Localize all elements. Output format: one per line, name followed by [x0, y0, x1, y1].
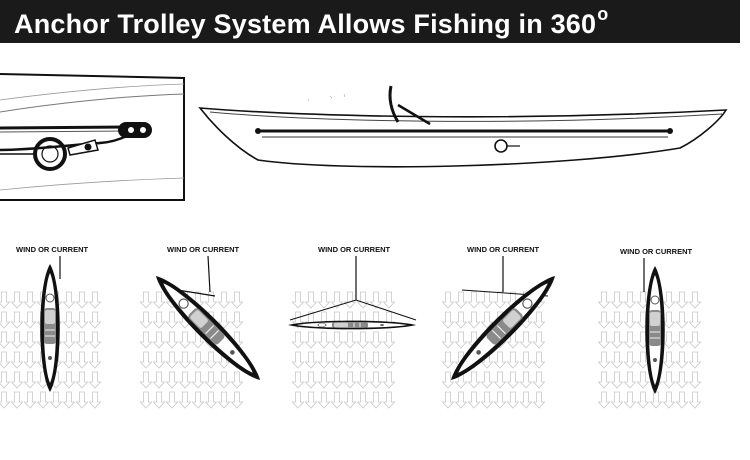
- tether-line-2: [207, 255, 211, 293]
- kayak-diagonal-left-icon: [147, 267, 269, 389]
- title-bar: Anchor Trolley System Allows Fishing in …: [0, 0, 740, 43]
- wind-panel-2: WIND OR CURRENT: [141, 245, 269, 408]
- wind-panel-3: WIND OR CURRENT: [287, 245, 417, 408]
- title-superscript: o: [597, 3, 609, 24]
- kayak-closeup-inset: [0, 73, 185, 201]
- wind-panel-5: WIND OR CURRENT: [599, 247, 701, 408]
- page-title: Anchor Trolley System Allows Fishing in …: [14, 4, 608, 40]
- kayak-stern-into-current-icon: [644, 265, 666, 395]
- wind-label-1: WIND OR CURRENT: [16, 245, 88, 254]
- wind-label-3: WIND OR CURRENT: [318, 245, 390, 254]
- wind-panel-1: WIND OR CURRENT: [0, 245, 101, 408]
- wind-label-4: WIND OR CURRENT: [467, 245, 539, 254]
- wind-panel-4: WIND OR CURRENT: [442, 245, 564, 408]
- kayak-side-view: [198, 85, 728, 168]
- wind-label-2: WIND OR CURRENT: [167, 245, 239, 254]
- title-main-text: Anchor Trolley System Allows Fishing in …: [14, 8, 597, 39]
- current-arrows-3: [293, 292, 395, 408]
- wind-label-5: WIND OR CURRENT: [620, 247, 692, 256]
